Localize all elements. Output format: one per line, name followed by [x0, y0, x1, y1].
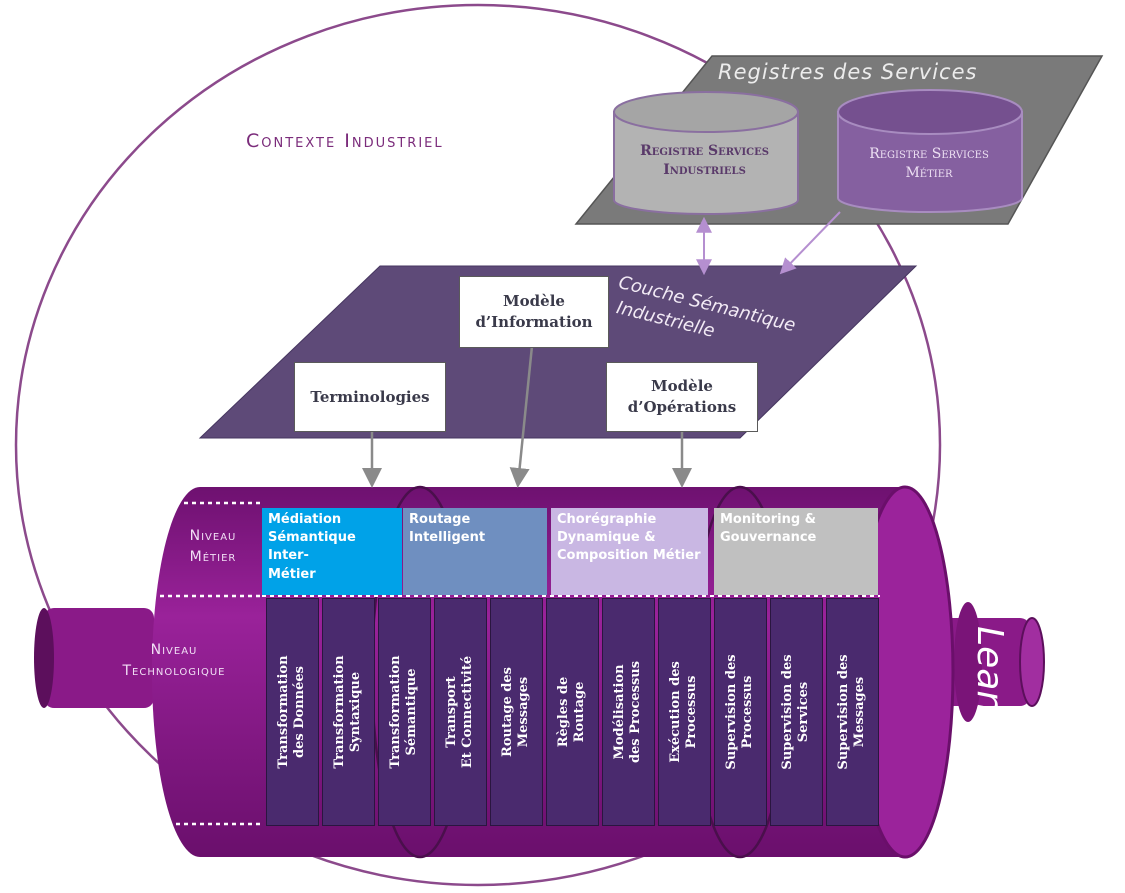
registry-business-cylinder — [837, 89, 1023, 213]
esb-label: Lean ESB — [968, 626, 1010, 795]
context-label: Contexte Industriel — [246, 130, 444, 152]
level-business-label: Niveau Métier — [189, 528, 237, 565]
level-technology-label: Niveau Technologique — [122, 642, 226, 679]
arrow-model-info — [509, 345, 534, 488]
registry-industrial-label: Registre Services Industriels — [640, 143, 769, 178]
terminologies-box: Terminologies — [294, 362, 446, 432]
registry-title: Registres des Services — [718, 60, 978, 84]
arrow-business-semantic — [779, 211, 841, 275]
registry-industrial-cylinder — [613, 91, 799, 215]
registry-business-label: Registre Services Métier — [869, 146, 989, 181]
business-band-4: Monitoring &Gouvernance — [714, 508, 878, 595]
context-circle — [14, 3, 942, 887]
